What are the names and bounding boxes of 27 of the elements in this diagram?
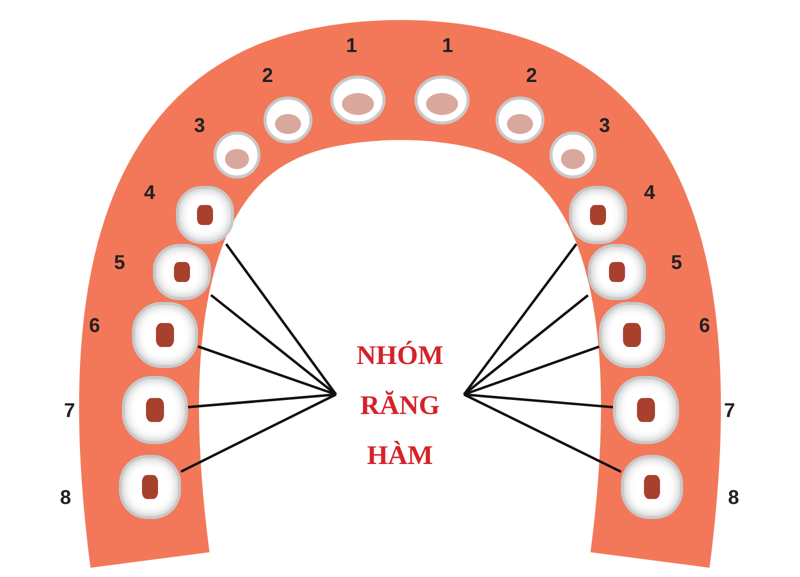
tooth-number: 1 (442, 35, 454, 58)
leader-line (210, 294, 337, 396)
leader-line (180, 393, 337, 473)
tooth-number: 5 (114, 252, 126, 275)
tooth-number: 3 (194, 115, 206, 138)
leader-line (198, 345, 336, 396)
tooth-number: 8 (728, 487, 740, 510)
tooth-number: 3 (599, 115, 610, 138)
tooth-number: 1 (346, 35, 358, 58)
tooth-number: 2 (526, 65, 538, 88)
tooth-number: 7 (724, 400, 736, 423)
leader-line (463, 393, 622, 473)
group-label: NHÓM RĂNG HÀM (338, 330, 462, 480)
tooth-number: 6 (699, 315, 710, 338)
leader-line (464, 393, 614, 408)
tooth-number: 7 (64, 400, 76, 423)
tooth-number: 4 (644, 182, 656, 205)
leader-line (463, 294, 589, 396)
tooth-number: 5 (671, 252, 682, 275)
leader-line (463, 243, 578, 396)
tooth-number: 8 (60, 487, 72, 510)
leader-line (225, 243, 338, 396)
tooth-number: 4 (144, 182, 156, 205)
leader-line (464, 346, 600, 396)
leader-line (188, 393, 336, 408)
tooth-number: 2 (262, 65, 274, 88)
tooth-number: 6 (89, 315, 100, 338)
